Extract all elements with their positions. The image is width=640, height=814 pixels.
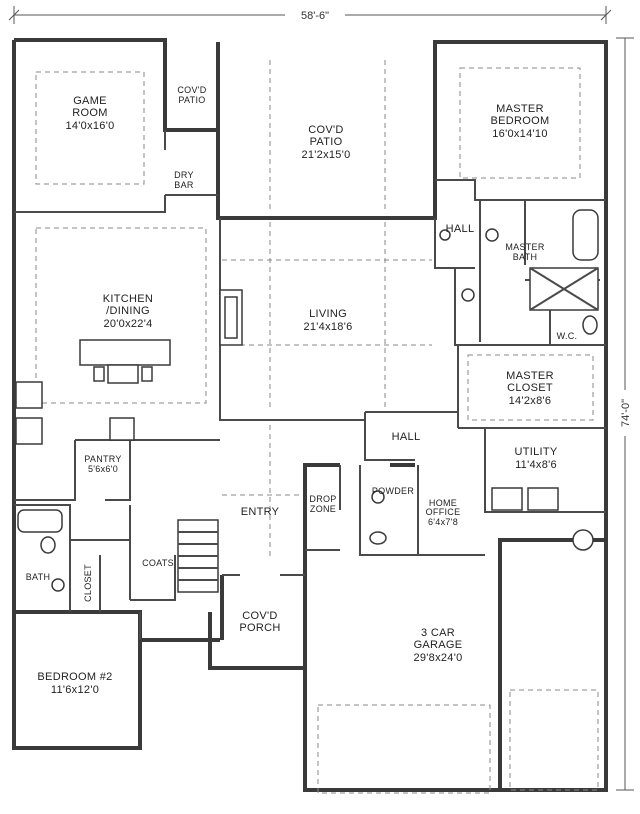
sink-icon — [51, 578, 65, 592]
dry-bar-label: DRY — [174, 170, 194, 180]
covd-patio-label: COV'D — [308, 124, 343, 136]
master-bedroom-label: MASTER — [496, 103, 544, 115]
dry-bar-label: BAR — [174, 180, 194, 190]
home-office-label: HOME — [429, 498, 457, 508]
kitchen-dining-size: 20'0x22'4 — [103, 318, 152, 330]
toilet-icon — [40, 536, 56, 554]
kitchen-dining-label: /DINING — [106, 305, 150, 317]
toilet-icon — [369, 531, 387, 545]
covd-porch-label: COV'D — [242, 610, 277, 622]
master-bath-label: BATH — [513, 252, 538, 262]
bath-label: BATH — [26, 572, 51, 582]
chair-icon — [15, 381, 43, 409]
room-labels: GAME ROOM 14'0x16'0 COV'D PATIO COV'D PA… — [26, 85, 578, 696]
garage-size: 29'8x24'0 — [413, 652, 462, 664]
dryer-icon — [527, 487, 559, 511]
drop-zone-label: ZONE — [310, 504, 336, 514]
water-heater-icon — [572, 529, 594, 551]
covd-porch-label: PORCH — [239, 622, 280, 634]
garage-label: GARAGE — [414, 639, 463, 651]
living-size: 21'4x18'6 — [303, 321, 352, 333]
master-bedroom-size: 16'0x14'10 — [492, 128, 548, 140]
exterior-walls — [12, 38, 608, 792]
covd-patio-size: 21'2x15'0 — [301, 149, 350, 161]
kitchen-dining-label: KITCHEN — [103, 293, 153, 305]
ceiling-lines — [35, 60, 594, 560]
closet-label: CLOSET — [83, 564, 93, 602]
sink-icon — [461, 288, 475, 302]
living-label: LIVING — [309, 308, 347, 320]
sink-icon — [439, 229, 451, 241]
utility-label: UTILITY — [514, 446, 557, 458]
depth-dimension: 74'-0" — [616, 37, 634, 791]
toilet-icon — [582, 315, 598, 335]
hall-upper-label: HALL — [446, 223, 475, 235]
master-bath-label: MASTER — [505, 242, 545, 252]
sink-icon — [485, 228, 499, 242]
width-dimension-label: 58'-6" — [301, 10, 329, 22]
hall-mid-label: HALL — [392, 431, 421, 443]
width-dimension: 58'-6" — [8, 6, 612, 24]
covd-patio-small-label: PATIO — [178, 95, 205, 105]
depth-dimension-label: 74'-0" — [620, 399, 632, 427]
covd-patio-small-label: COV'D — [177, 85, 206, 95]
utility-size: 11'4x8'6 — [515, 459, 557, 471]
home-office-label: OFFICE — [426, 507, 461, 517]
kitchen-island — [79, 339, 171, 366]
master-bedroom-label: BEDROOM — [491, 115, 550, 127]
garage-label: 3 CAR — [421, 627, 455, 639]
master-closet-label: MASTER — [506, 370, 554, 382]
bedroom2-label: BEDROOM #2 — [37, 671, 112, 683]
game-room-size: 14'0x16'0 — [65, 120, 114, 132]
pantry-label: PANTRY — [84, 454, 121, 464]
chair-icon — [15, 417, 43, 445]
entry-label: ENTRY — [241, 506, 280, 518]
coats-label: COATS — [142, 558, 174, 568]
bathtub-icon — [572, 209, 599, 261]
game-room-label: GAME — [73, 95, 107, 107]
powder-label: POWDER — [372, 486, 415, 496]
range-icon — [109, 417, 135, 441]
sink-icon — [371, 490, 385, 504]
washer-icon — [491, 487, 523, 511]
home-office-size: 6'4x7'8 — [428, 517, 458, 527]
bathtub-icon — [17, 509, 63, 533]
pantry-size: 5'6x6'0 — [88, 464, 118, 474]
master-closet-label: CLOSET — [507, 382, 553, 394]
fixtures — [15, 209, 599, 794]
game-room-label: ROOM — [72, 107, 107, 119]
drop-zone-label: DROP — [309, 494, 336, 504]
bedroom2-size: 11'6x12'0 — [51, 684, 99, 696]
master-closet-size: 14'2x8'6 — [509, 395, 552, 407]
covd-patio-label: PATIO — [310, 136, 343, 148]
wc-label: W.C. — [557, 331, 578, 341]
